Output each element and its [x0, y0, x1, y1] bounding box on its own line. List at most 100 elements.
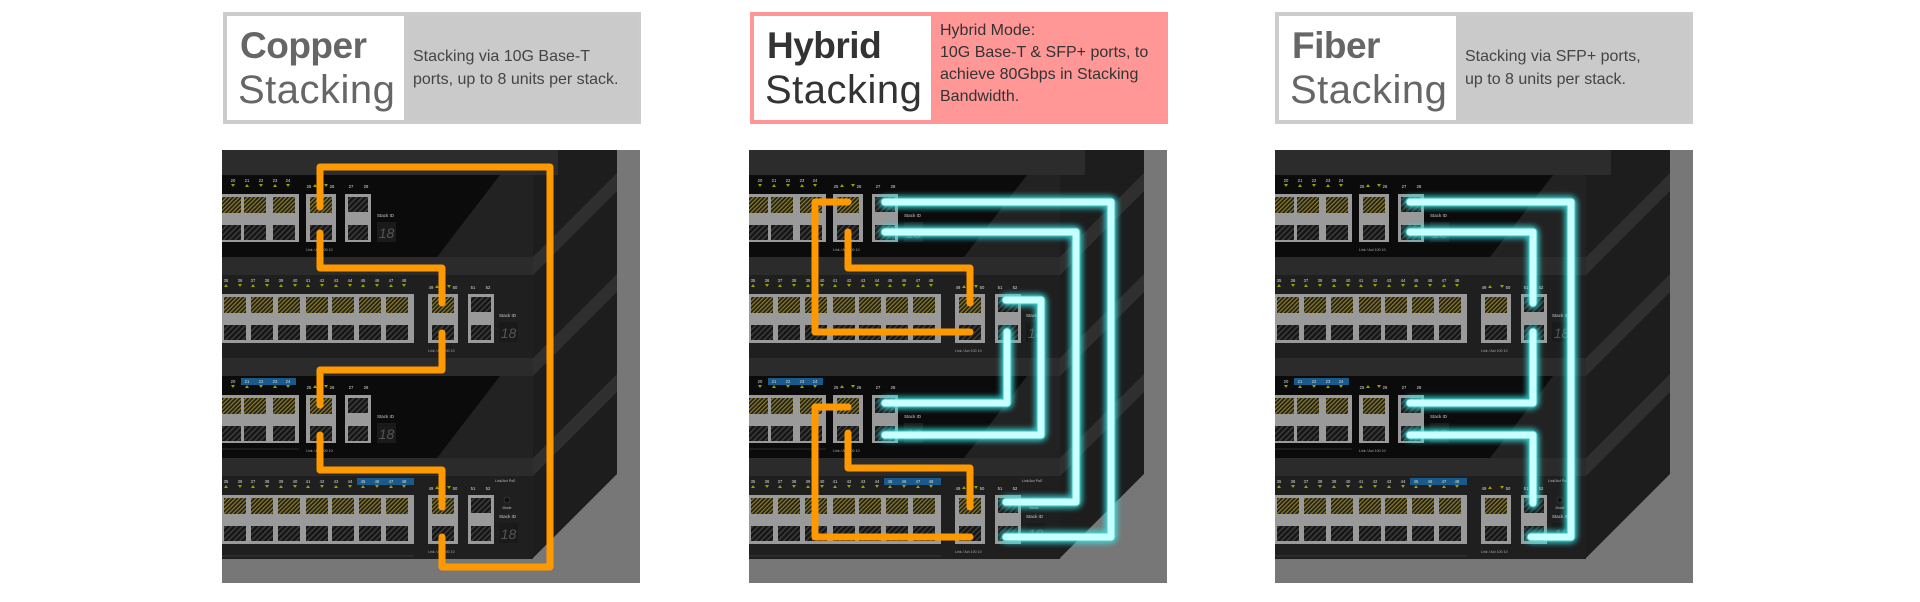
rj45-port	[1359, 297, 1381, 313]
title-light: Stacking	[1290, 68, 1448, 112]
stack-id-label: Stack ID	[1026, 514, 1044, 519]
description-line: ports, up to 8 units per stack.	[413, 71, 619, 88]
led-down-icon	[1428, 284, 1432, 287]
port-number: 52	[1013, 285, 1018, 290]
rj45-port	[749, 225, 768, 240]
port-number: 49	[429, 285, 434, 290]
rj45-port	[1326, 197, 1348, 213]
rj45-port	[771, 197, 793, 213]
led-down-icon	[238, 485, 242, 488]
rj45-port	[332, 526, 354, 541]
port-number: 37	[251, 278, 256, 283]
description: Stacking via SFP+ ports, up to 8 units p…	[1456, 16, 1689, 120]
port-number: 50	[980, 285, 985, 290]
port-number: 45	[888, 278, 893, 283]
rj45-port	[751, 526, 773, 541]
rj45-port	[273, 426, 295, 441]
rj45-port	[1297, 426, 1319, 441]
port-number: 36	[238, 479, 243, 484]
rj45-port	[886, 297, 908, 313]
stack-id-value: 18	[1554, 325, 1570, 341]
rj45-port	[1412, 498, 1434, 514]
led-legend: Link / Act 100 10	[955, 550, 982, 554]
led-down-icon	[847, 485, 851, 488]
port-number: 46	[1428, 278, 1433, 283]
led-down-icon	[851, 184, 855, 187]
port-number: 35	[751, 278, 756, 283]
port-number: 27	[876, 184, 881, 189]
rj45-port	[1359, 526, 1381, 541]
rj45-port	[771, 426, 793, 441]
stack-id-value: 18	[379, 426, 395, 442]
led-up-icon	[806, 485, 810, 488]
led-down-icon	[286, 184, 290, 187]
port-number: 49	[1482, 486, 1487, 491]
led-up-icon	[861, 485, 865, 488]
rj45-port	[1485, 526, 1507, 541]
led-up-icon	[1488, 285, 1492, 288]
port-number: 36	[238, 278, 243, 283]
fiber-cable	[1406, 228, 1537, 307]
rj45-port	[1331, 526, 1353, 541]
rj45-port	[251, 325, 273, 340]
port-number: 49	[956, 486, 961, 491]
port-number: 26	[1383, 184, 1388, 189]
description-line: achieve 80Gbps in Stacking	[940, 66, 1139, 83]
unit-gap-side	[533, 173, 617, 275]
led-up-icon	[306, 284, 310, 287]
port-number: 44	[875, 278, 880, 283]
port-number: 27	[349, 184, 354, 189]
led-up-icon	[361, 485, 365, 488]
rj45-port	[1277, 498, 1299, 514]
port-number: 38	[1318, 278, 1323, 283]
port-number: 40	[1346, 479, 1351, 484]
rj45-port	[278, 325, 300, 340]
led-up-icon	[840, 385, 844, 388]
led-legend: Link / Act 100 10	[1481, 349, 1508, 353]
led-down-icon	[320, 485, 324, 488]
port-number: 22	[1312, 178, 1317, 183]
led-up-icon	[1366, 385, 1370, 388]
port-number: 52	[1539, 486, 1544, 491]
port-number: 45	[1414, 479, 1419, 484]
led-down-icon	[758, 385, 762, 388]
rj45-port	[1485, 498, 1507, 514]
led-up-icon	[1326, 184, 1330, 187]
led-up-icon	[800, 385, 804, 388]
port-number: 21	[772, 178, 777, 183]
port-number: 24	[286, 379, 291, 384]
led-down-icon	[324, 184, 328, 187]
led-down-icon	[786, 385, 790, 388]
fiber-cable	[881, 328, 1011, 407]
rj45-port	[222, 197, 241, 213]
port-number: 28	[364, 385, 369, 390]
led-up-icon	[279, 485, 283, 488]
led-up-icon	[1277, 485, 1281, 488]
led-up-icon	[435, 285, 439, 288]
port-number: 28	[1417, 184, 1422, 189]
port-number: 46	[902, 278, 907, 283]
copper-cable	[316, 329, 446, 409]
port-number: 25	[834, 385, 839, 390]
port-number: 35	[224, 479, 229, 484]
led-up-icon	[389, 284, 393, 287]
copper-cable	[811, 403, 974, 541]
port-number: 22	[259, 178, 264, 183]
port-number: 45	[1414, 278, 1419, 283]
port-number: 45	[888, 479, 893, 484]
port-number: 51	[998, 486, 1003, 491]
led-up-icon	[245, 184, 249, 187]
led-down-icon	[259, 385, 263, 388]
port-number: 43	[334, 479, 339, 484]
port-number: 26	[857, 385, 862, 390]
poe-label: Link/Act PoE	[495, 479, 516, 483]
led-up-icon	[251, 485, 255, 488]
led-down-icon	[974, 285, 978, 288]
port-number: 49	[1482, 285, 1487, 290]
port-number: 37	[251, 479, 256, 484]
led-up-icon	[861, 284, 865, 287]
rj45-port	[251, 297, 273, 313]
led-down-icon	[375, 284, 379, 287]
led-up-icon	[1442, 284, 1446, 287]
